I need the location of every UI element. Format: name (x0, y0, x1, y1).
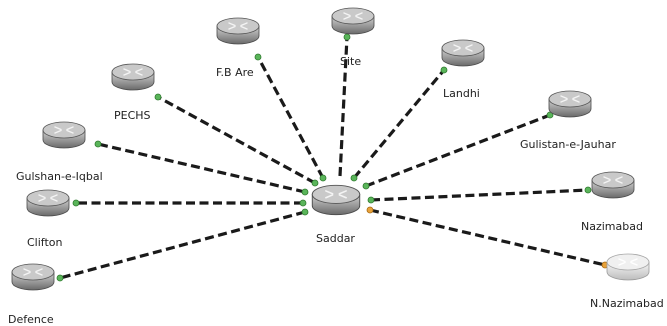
router-icon (548, 90, 592, 118)
router-label: Clifton (27, 236, 63, 249)
router-gulshan-e-iqbal[interactable]: Gulshan-e-Iqbal (16, 121, 103, 183)
router-icon (606, 253, 650, 281)
port-dot (440, 66, 448, 74)
router-label: N.Nazimabad (590, 297, 664, 310)
router-label: Defence (8, 313, 54, 326)
router-saddar-hub[interactable]: Saddar (311, 184, 361, 245)
port-dot (94, 140, 102, 148)
router-clifton[interactable]: Clifton (26, 189, 70, 249)
router-fb-area[interactable]: F.B Are (216, 17, 260, 79)
link-site (338, 36, 349, 177)
router-icon (216, 17, 260, 45)
router-icon (591, 171, 635, 199)
port-dot (299, 199, 307, 207)
port-dot (366, 206, 374, 214)
port-dot (319, 174, 327, 182)
router-landhi[interactable]: Landhi (441, 39, 485, 100)
port-dot (350, 174, 358, 182)
router-label: Gulshan-e-Iqbal (16, 170, 103, 183)
port-dot (584, 186, 592, 194)
links (59, 36, 606, 280)
port-dot (343, 33, 351, 41)
port-dot (367, 196, 375, 204)
router-label: Landhi (443, 87, 480, 100)
router-icon (11, 263, 55, 291)
link-fb-area (256, 56, 325, 179)
port-dot (362, 182, 370, 190)
port-dot (72, 199, 80, 207)
link-defence (59, 210, 306, 280)
router-gulistan-e-jauhar[interactable]: Gulistan-e-Jauhar (520, 90, 616, 151)
router-label: Nazimabad (581, 220, 643, 233)
router-site[interactable]: Site (331, 7, 375, 68)
router-pechs[interactable]: PECHS (111, 63, 155, 122)
link-gulshan (97, 142, 306, 194)
port-indicators (56, 33, 609, 282)
link-landhi (352, 68, 446, 180)
router-label: Site (340, 55, 361, 68)
port-dot (301, 188, 309, 196)
router-nazimabad[interactable]: Nazimabad (581, 171, 643, 233)
router-label: Gulistan-e-Jauhar (520, 138, 616, 151)
router-defence[interactable]: Defence (8, 263, 55, 326)
router-icon (311, 184, 361, 216)
link-nazimabad (370, 188, 589, 202)
port-dot (56, 274, 64, 282)
router-icon (26, 189, 70, 217)
link-pechs (157, 95, 316, 185)
router-n-nazimabad[interactable]: N.Nazimabad (590, 253, 664, 310)
router-label: PECHS (114, 109, 151, 122)
router-label: F.B Are (216, 66, 254, 79)
link-gulistan (365, 113, 551, 188)
link-n-nazimabad (369, 208, 606, 267)
port-dot (311, 179, 319, 187)
port-dot (301, 208, 309, 216)
router-icon (331, 7, 375, 35)
router-icon (441, 39, 485, 67)
router-label: Saddar (316, 232, 355, 245)
port-dot (154, 93, 162, 101)
router-icon (42, 121, 86, 149)
router-icon (111, 63, 155, 91)
port-dot (254, 53, 262, 61)
